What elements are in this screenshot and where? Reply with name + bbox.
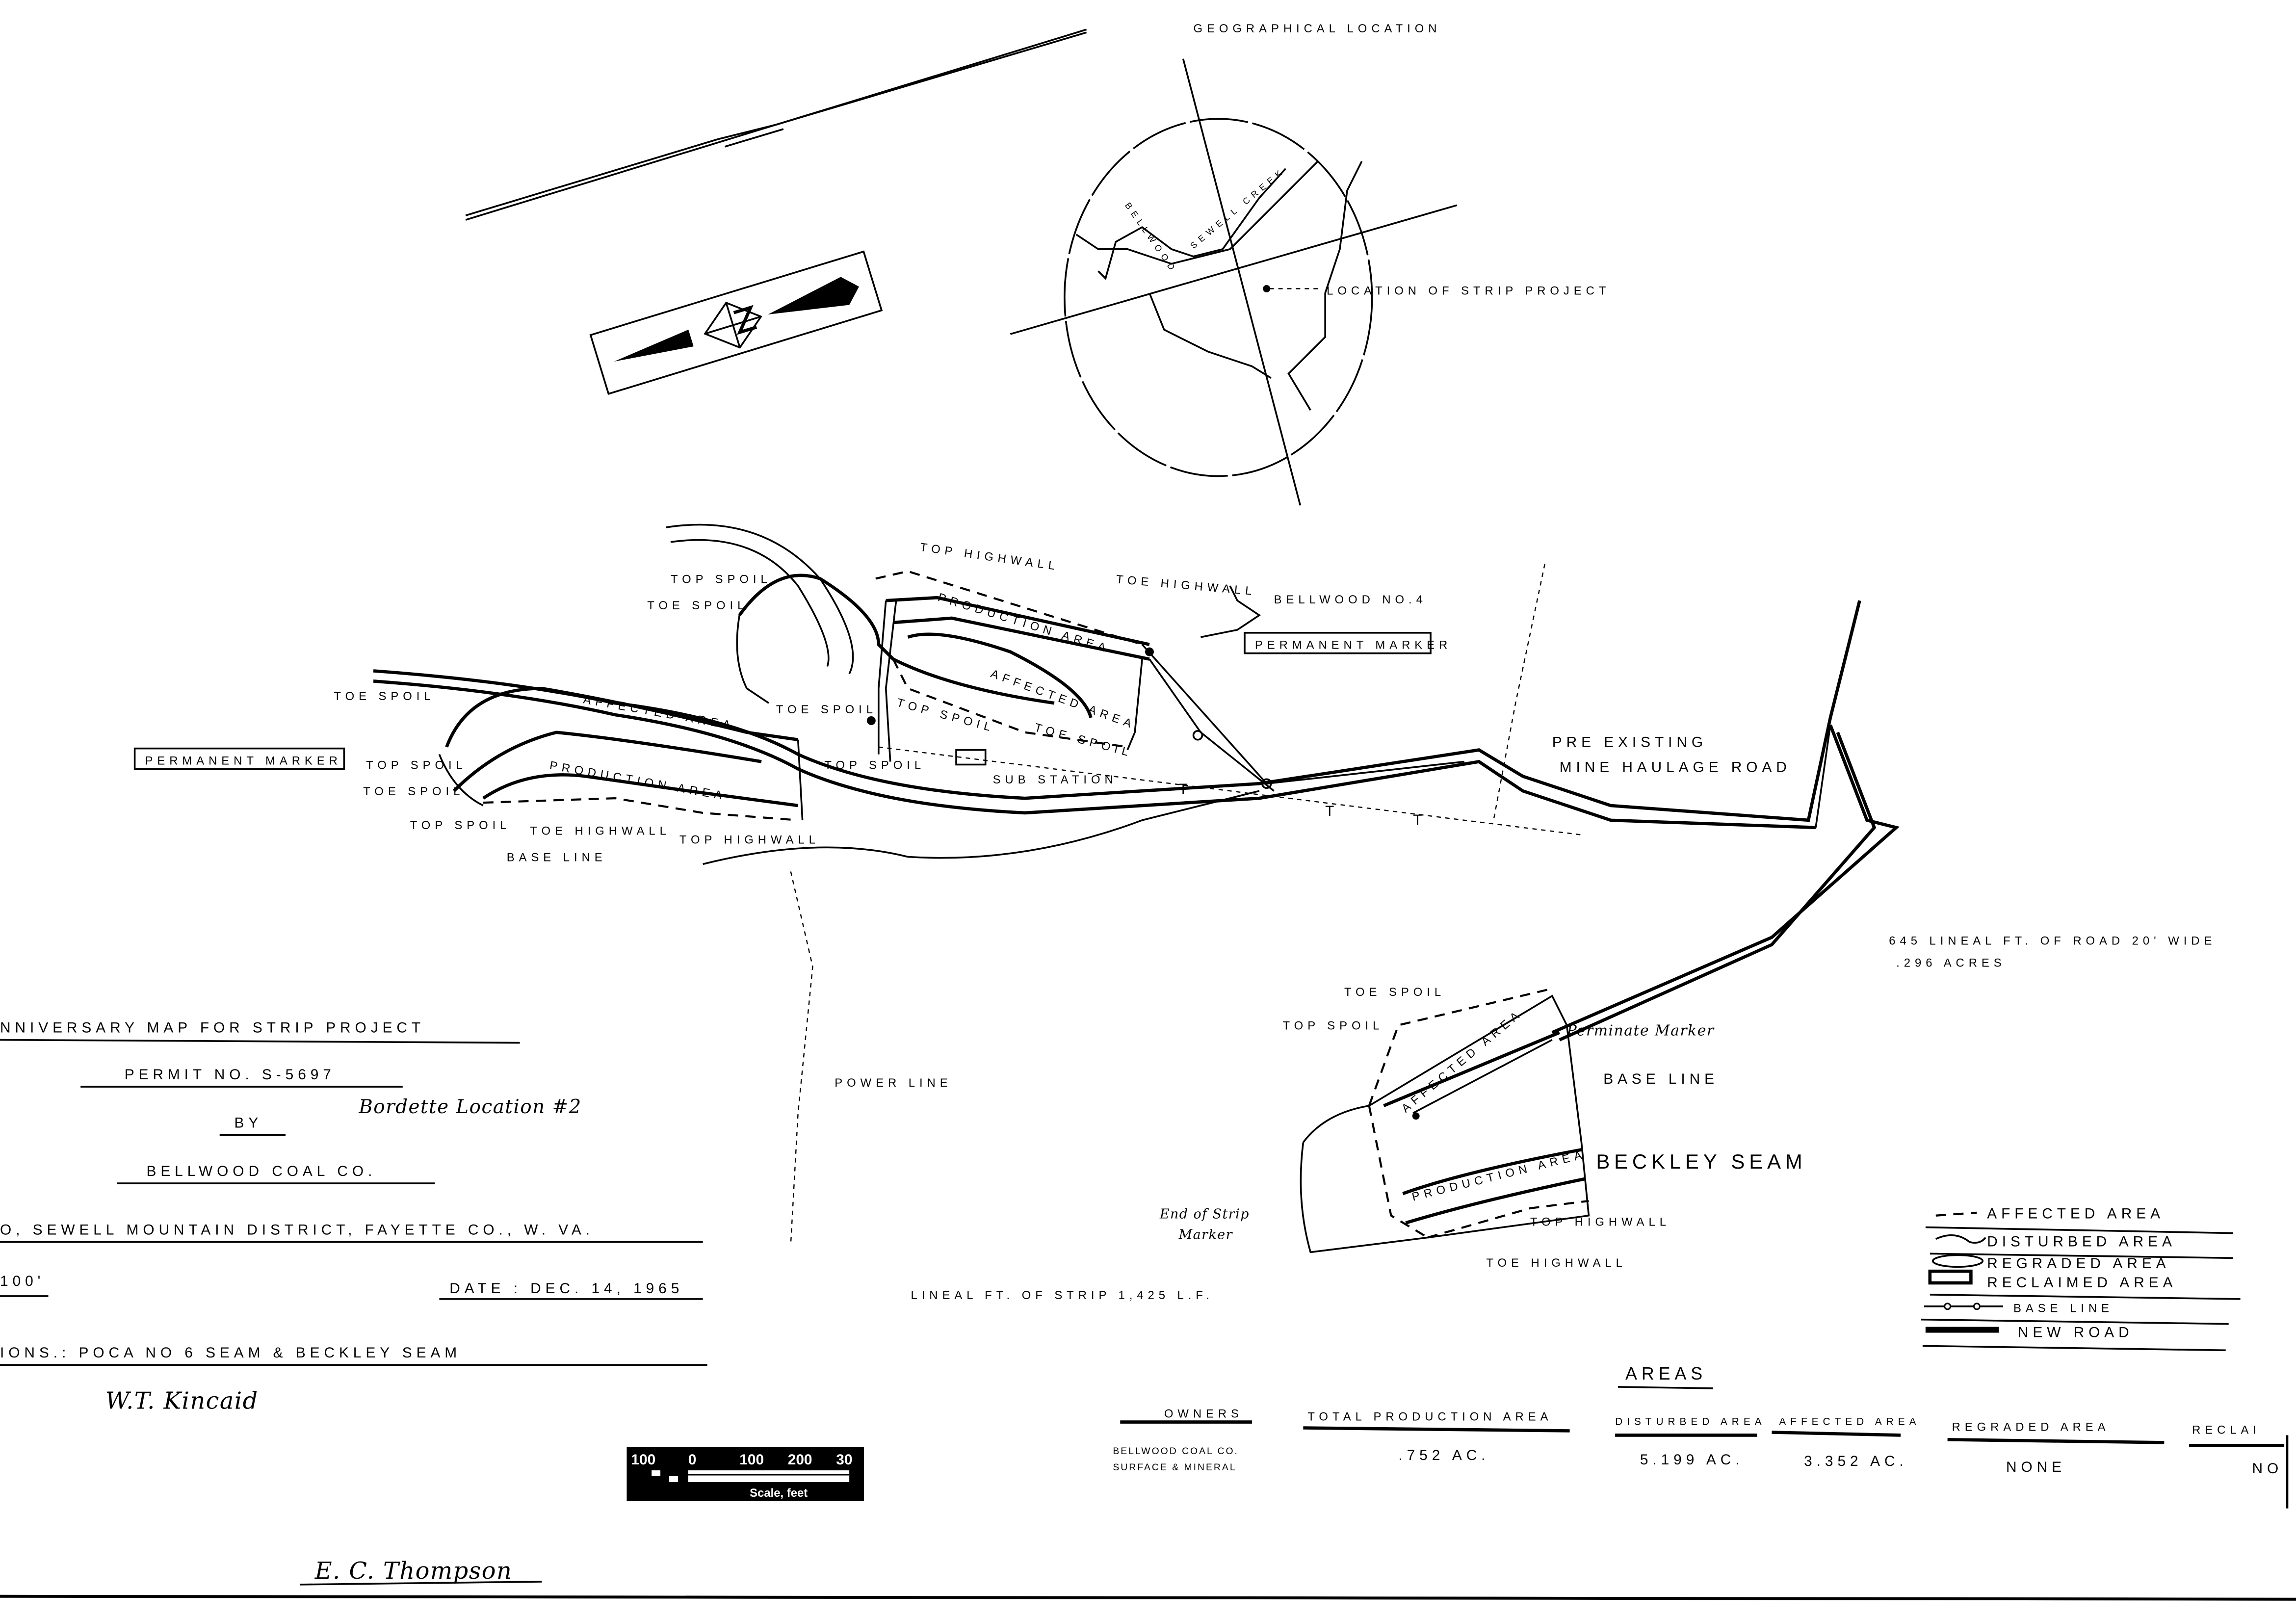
label-top-highwall-3: Top Highwall — [1530, 1216, 1670, 1229]
areas-title: Areas — [1625, 1364, 1707, 1383]
company-name: Bellwood Coal Co. — [146, 1163, 376, 1179]
geographical-location-inset: Geographical Location Bellwood Sewell Cr… — [1010, 22, 1610, 506]
hatched-blob-icon — [1932, 1254, 1984, 1268]
label-power-line: Power Line — [835, 1076, 952, 1090]
value-affected: 3.352 Ac. — [1804, 1453, 1908, 1469]
label-end-strip-marker-1: End of Strip — [1159, 1207, 1250, 1222]
legend-label: Affected Area — [1987, 1206, 2165, 1222]
seams-line: ions.: Poca No 6 Seam & Beckley Seam — [0, 1345, 461, 1361]
label-bellwood-no4: Bellwood No.4 — [1274, 593, 1427, 606]
label-toe-highwall: Toe Highwall — [1116, 573, 1257, 598]
striped-blob-icon — [1928, 1269, 1973, 1285]
by-label: By — [235, 1115, 263, 1131]
label-toe-spoil-2: Toe Spoil — [334, 690, 435, 703]
signature-thompson: E. C. Thompson — [314, 1558, 513, 1585]
label-production-area-1: Production Area — [936, 591, 1111, 656]
date: Date : Dec. 14, 1965 — [449, 1280, 683, 1297]
new-road-icon — [1925, 1327, 1999, 1333]
value-total-production: .752 Ac. — [1398, 1447, 1489, 1463]
title-block: nniversary Map For Strip Project Permit … — [0, 1020, 707, 1586]
label-production-area-2: Production Area — [548, 759, 727, 803]
label-production-area-3: Production Area — [1410, 1148, 1588, 1203]
legend-label: Base Line — [2013, 1302, 2113, 1315]
header-disturbed: Disturbed Area — [1615, 1416, 1766, 1428]
label-toe-spoil-6: Toe Spoil — [1344, 986, 1445, 999]
label-road-acres: .296 Acres — [1896, 956, 2006, 969]
map-title: nniversary Map For Strip Project — [0, 1020, 425, 1036]
label-top-highwall: Top Highwall — [919, 541, 1060, 574]
label-top-spoil-3: Top Spoil — [366, 758, 467, 772]
legend-label: Reclaimed Area — [1987, 1275, 2177, 1291]
sewell-creek-label: Sewell Creek — [1188, 165, 1287, 250]
tower-mark: T — [1179, 781, 1192, 797]
scale-value: 100' — [0, 1273, 45, 1289]
header-reclaimed: Reclai — [2192, 1423, 2261, 1436]
permanent-marker-box-2 — [133, 747, 345, 770]
label-top-highwall-2: Top Highwall — [679, 834, 820, 847]
label-toe-spoil: Toe Spoil — [647, 599, 748, 612]
scale-tick: 100 — [631, 1452, 655, 1468]
owner-line-1: Bellwood Coal Co. — [1113, 1446, 1239, 1457]
label-toe-highwall-2: Toe Highwall — [530, 825, 670, 838]
legend-label: New Road — [2018, 1324, 2134, 1340]
location-note: Bordette Location #2 — [358, 1096, 581, 1118]
legend: Affected Area Disturbed Area Regraded Ar… — [1921, 1206, 2241, 1352]
map-drawing — [373, 523, 1900, 1253]
value-reclaimed: No — [2252, 1461, 2283, 1477]
scale-tick: 0 — [688, 1452, 697, 1468]
label-affected-area-1: Affected Area — [989, 667, 1138, 732]
header-owners: Owners — [1164, 1408, 1243, 1421]
header-total-production: Total Production Area — [1307, 1410, 1552, 1424]
dashed-line-icon — [1935, 1211, 1977, 1217]
map-labels: Top Spoil Toe Spoil Top Highwall Toe Hig… — [133, 541, 2216, 1302]
label-toe-spoil-5: Toe Spoil — [363, 785, 464, 798]
geo-title: Geographical Location — [1194, 22, 1441, 35]
label-top-spoil-4: Top Spoil — [824, 758, 925, 772]
areas-table: Areas Owners Total Production Area Distu… — [1113, 1364, 2285, 1477]
label-base-line: Base Line — [507, 851, 607, 864]
permit-number: Permit No. S-5697 — [125, 1067, 336, 1083]
label-affected-area-3: Affected Area — [1399, 1007, 1525, 1116]
tower-mark: T — [1325, 803, 1338, 819]
label-sub-station: Sub Station — [993, 773, 1118, 786]
bottom-border — [0, 1594, 2296, 1601]
label-top-spoil: Top Spoil — [671, 573, 772, 586]
label-permanent-marker-1: Permanent Marker — [1255, 639, 1452, 652]
scale-bar: 100 0 100 200 30 Scale, feet — [626, 1447, 864, 1501]
header-affected: Affected Area — [1779, 1416, 1920, 1428]
bellwood-label: Bellwood — [1123, 201, 1179, 275]
label-toe-spoil-3: Toe Spoil — [776, 703, 877, 716]
district-line: o, Sewell Mountain District, Fayette Co.… — [0, 1222, 594, 1238]
scale-tick: 200 — [788, 1452, 812, 1468]
scale-caption: Scale, feet — [750, 1487, 808, 1500]
owner-line-2: Surface & Mineral — [1113, 1462, 1236, 1473]
label-pre-existing: Pre Existing — [1552, 734, 1707, 751]
scale-tick: 100 — [739, 1452, 764, 1468]
label-top-spoil-6: Top Spoil — [1283, 1019, 1384, 1033]
label-lineal-ft-strip: Lineal Ft. of Strip 1,425 L.F. — [911, 1289, 1213, 1302]
label-beckley-seam: Beckley Seam — [1596, 1150, 1806, 1173]
north-reference-lines — [465, 28, 1087, 221]
label-toe-highwall-3: Toe Highwall — [1486, 1256, 1626, 1270]
strip-project-label: Location of Strip Project — [1327, 284, 1610, 297]
label-permanent-marker-2: Permanent Marker — [145, 754, 341, 767]
label-road-length: 645 Lineal Ft. of Road 20' Wide — [1889, 935, 2216, 948]
scale-tick: 30 — [836, 1452, 852, 1468]
label-end-strip-marker-2: Marker — [1178, 1227, 1233, 1243]
permanent-marker-box-1 — [1244, 632, 1432, 654]
label-haulage-road: Mine Haulage Road — [1560, 759, 1791, 775]
header-regraded: Regraded Area — [1952, 1420, 2110, 1434]
legend-label: Disturbed Area — [1987, 1233, 2176, 1250]
signature-kincaid: W.T. Kincaid — [105, 1388, 259, 1415]
label-perminate-marker: Perminate Marker — [1566, 1022, 1715, 1040]
legend-label: Regraded Area — [1987, 1255, 2170, 1272]
value-regraded: None — [2006, 1459, 2066, 1475]
label-top-spoil-5: Top Spoil — [410, 819, 511, 832]
value-disturbed: 5.199 Ac. — [1640, 1452, 1744, 1468]
tower-mark: T — [1413, 812, 1426, 828]
label-base-line-2: Base Line — [1603, 1071, 1719, 1087]
north-arrow-icon — [589, 250, 883, 395]
wavy-line-icon — [1935, 1234, 1986, 1244]
